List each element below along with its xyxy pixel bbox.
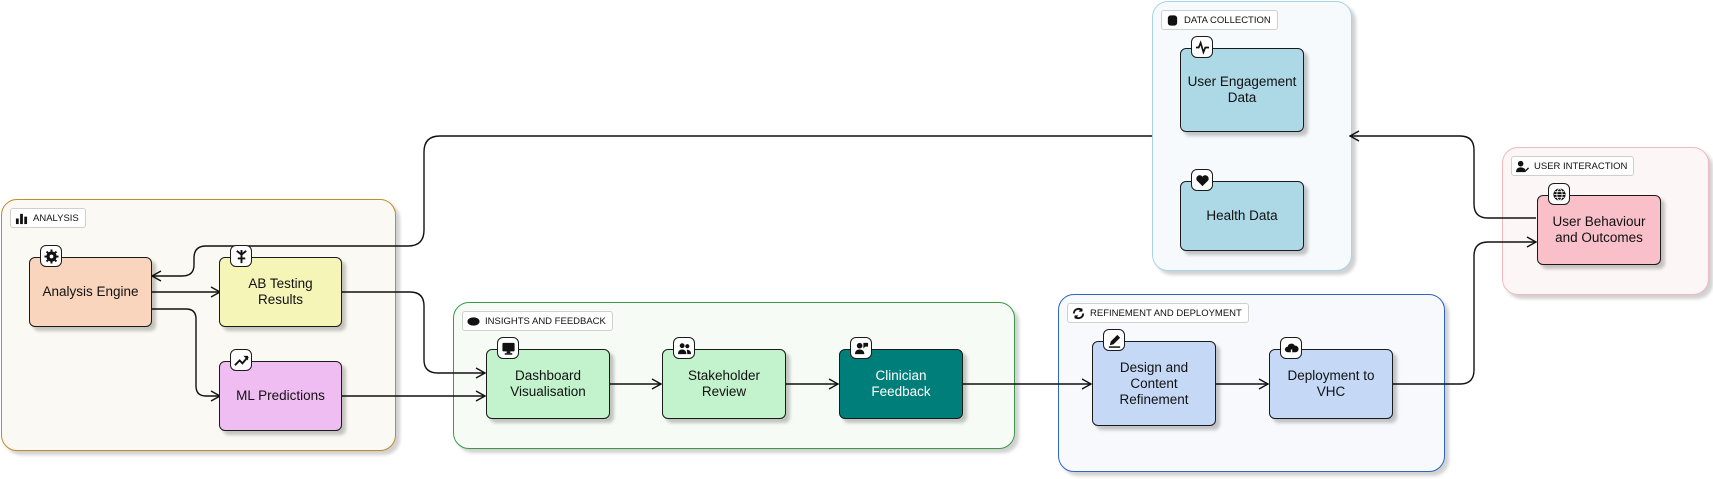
node-analysis-engine[interactable]: Analysis Engine: [29, 245, 152, 327]
user-edit-icon: [1516, 160, 1529, 172]
node-label-clinician: Clinician Feedback: [871, 368, 931, 399]
edge-deployment-to-behaviour: [1393, 236, 1538, 385]
node-label-ab-testing: AB Testing Results: [248, 276, 313, 307]
node-label-engagement: User Engagement Data: [1187, 74, 1297, 105]
edge-behaviour-to-engagement: [1348, 130, 1536, 219]
heart-icon: [1191, 169, 1213, 191]
node-health-data[interactable]: Health Data: [1180, 169, 1304, 251]
group-title-analysis: ANALYSIS: [33, 212, 79, 224]
node-label-behaviour: User Behaviour and Outcomes: [1552, 214, 1646, 245]
node-label-deployment: Deployment to VHC: [1287, 368, 1375, 399]
group-label-user-interaction: USER INTERACTION: [1511, 156, 1635, 176]
eye-icon: [467, 316, 480, 326]
edge-engine-to-ml: [152, 308, 222, 402]
node-label-design: Design and Content Refinement: [1119, 359, 1189, 407]
node-dashboard-visualisation[interactable]: Dashboard Visualisation: [486, 337, 610, 419]
node-stakeholder-review[interactable]: Stakeholder Review: [662, 337, 786, 419]
cloud-icon: [1280, 337, 1302, 359]
node-clinician-feedback[interactable]: Clinician Feedback: [839, 337, 963, 419]
edge-engagement-to-engine: [150, 135, 1152, 282]
group-title-insights: INSIGHTS AND FEEDBACK: [485, 315, 606, 327]
pen-icon: [1103, 329, 1125, 351]
trending-up-icon: [230, 349, 252, 371]
group-title-data-collection: DATA COLLECTION: [1184, 14, 1271, 26]
node-label-health: Health Data: [1206, 208, 1278, 223]
refresh-icon: [1072, 307, 1085, 319]
node-user-behaviour-outcomes[interactable]: User Behaviour and Outcomes: [1537, 183, 1661, 265]
split-icon: [230, 245, 252, 267]
activity-icon: [1191, 36, 1213, 58]
group-title-refinement: REFINEMENT AND DEPLOYMENT: [1090, 307, 1242, 319]
node-design-refinement[interactable]: Design and Content Refinement: [1092, 329, 1216, 426]
bar-chart-icon: [15, 213, 28, 224]
gear-icon: [40, 245, 62, 267]
edge-ab-to-dashboard: [342, 291, 487, 379]
monitor-icon: [497, 337, 519, 359]
node-label-analysis-engine: Analysis Engine: [42, 284, 139, 299]
group-label-data-collection: DATA COLLECTION: [1161, 10, 1278, 30]
node-label-dashboard: Dashboard Visualisation: [510, 368, 586, 399]
node-deployment-vhc[interactable]: Deployment to VHC: [1269, 337, 1393, 419]
database-icon: [1167, 14, 1178, 26]
node-user-engagement-data[interactable]: User Engagement Data: [1180, 36, 1304, 132]
node-label-stakeholder: Stakeholder Review: [687, 368, 761, 399]
node-label-ml-predictions: ML Predictions: [236, 388, 325, 403]
globe-icon: [1548, 183, 1570, 205]
node-ml-predictions[interactable]: ML Predictions: [219, 349, 342, 431]
group-label-insights: INSIGHTS AND FEEDBACK: [462, 311, 613, 331]
feedback-icon: [850, 337, 872, 359]
group-label-analysis: ANALYSIS: [10, 208, 86, 228]
group-label-refinement: REFINEMENT AND DEPLOYMENT: [1067, 303, 1249, 323]
users-icon: [673, 337, 695, 359]
node-ab-testing[interactable]: AB Testing Results: [219, 245, 342, 327]
group-title-user-interaction: USER INTERACTION: [1534, 160, 1628, 172]
